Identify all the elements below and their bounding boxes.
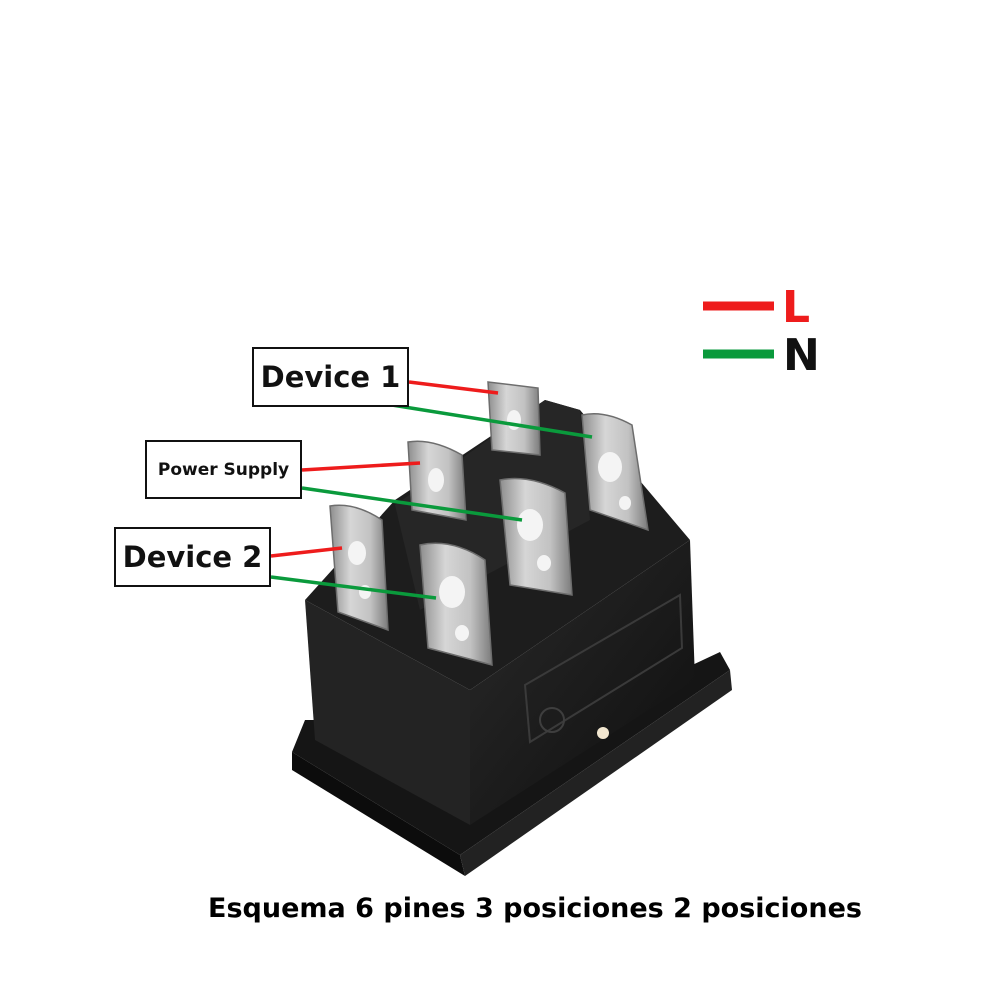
power-supply-label: Power Supply: [145, 440, 302, 499]
terminal-pin-back-right: [581, 413, 649, 532]
device1-live-line: [408, 380, 499, 395]
power-live-line: [301, 461, 421, 472]
legend-live-letter: L: [782, 282, 811, 333]
rocker-switch-body: [292, 400, 732, 876]
device2-label: Device 2: [114, 527, 271, 587]
power-neutral-line: [301, 486, 523, 522]
legend-neutral-letter: N: [783, 330, 820, 381]
terminal-pin-front-left: [329, 504, 389, 632]
legend-swatches: [703, 301, 774, 359]
terminal-pin-middle-left: [407, 440, 467, 521]
wiring-lines: [270, 380, 593, 600]
caption-text: Esquema 6 pines 3 posiciones 2 posicione…: [208, 893, 862, 924]
terminal-pin-front-right: [419, 542, 493, 666]
device1-label: Device 1: [252, 347, 409, 407]
device1-neutral-line: [391, 403, 593, 439]
device2-live-line: [270, 546, 343, 558]
device2-neutral-line: [270, 575, 437, 600]
terminal-pin-middle-right: [499, 477, 573, 596]
